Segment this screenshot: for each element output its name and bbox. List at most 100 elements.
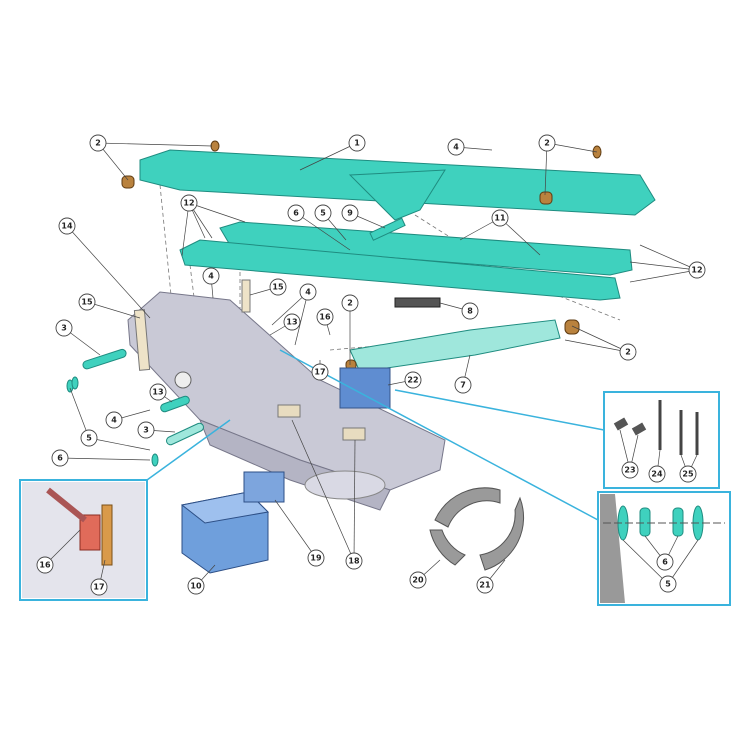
- callout-label: 8: [467, 307, 473, 316]
- callout-7: 7: [454, 376, 472, 394]
- leader-line: [294, 291, 309, 346]
- inset-bracket-detail: [19, 419, 231, 601]
- leader-line: [66, 225, 151, 319]
- callout-label: 21: [479, 581, 491, 590]
- inset-washers: [279, 349, 731, 606]
- leader-line: [667, 539, 699, 585]
- leader-line: [353, 439, 356, 562]
- callout-label: 15: [272, 283, 284, 292]
- callout-3: 3: [137, 421, 155, 439]
- link-arms: [179, 217, 633, 301]
- callout-4: 4: [299, 283, 317, 301]
- callout-label: 4: [453, 143, 459, 152]
- callout-5: 5: [314, 204, 332, 222]
- callout-6: 6: [51, 449, 69, 467]
- callout-1: 1: [348, 134, 366, 152]
- callout-label: 17: [314, 368, 325, 377]
- callout-25: 25: [679, 465, 697, 483]
- leader-line: [629, 269, 698, 283]
- callout-21: 21: [476, 576, 494, 594]
- callout-label: 25: [682, 470, 694, 479]
- callout-2: 2: [538, 134, 556, 152]
- leader-line: [181, 202, 190, 257]
- callout-label: 2: [347, 299, 353, 308]
- callout-3: 3: [55, 319, 73, 337]
- callout-label: 10: [190, 582, 202, 591]
- leader-line: [88, 437, 151, 451]
- callout-12: 12: [180, 194, 198, 212]
- callout-label: 23: [624, 466, 635, 475]
- callout-20: 20: [409, 571, 427, 589]
- callout-6: 6: [656, 553, 674, 571]
- leader-line: [564, 339, 629, 353]
- leader-line: [622, 539, 669, 585]
- callout-16: 16: [36, 556, 54, 574]
- callout-label: 13: [152, 388, 163, 397]
- leader-line: [629, 261, 698, 271]
- callout-label: 5: [320, 209, 326, 218]
- callout-label: 6: [662, 558, 668, 567]
- leader-line: [546, 142, 598, 153]
- leader-line: [571, 325, 629, 353]
- callout-24: 24: [648, 465, 666, 483]
- leader-line: [86, 301, 141, 319]
- callout-label: 13: [286, 318, 297, 327]
- callout-13: 13: [149, 383, 167, 401]
- callout-label: 16: [319, 313, 331, 322]
- callout-label: 12: [691, 266, 702, 275]
- callout-9: 9: [341, 204, 359, 222]
- callout-label: 4: [305, 288, 311, 297]
- pins-left: [66, 279, 251, 467]
- valve-block: [243, 471, 285, 503]
- callout-label: 4: [111, 416, 117, 425]
- callout-label: 14: [61, 222, 73, 231]
- callout-2: 2: [341, 294, 359, 312]
- main-frame: [127, 291, 446, 511]
- callout-label: 2: [625, 348, 631, 357]
- callout-12: 12: [688, 261, 706, 279]
- leader-line: [69, 387, 90, 439]
- callout-label: 9: [347, 209, 353, 218]
- callout-13: 13: [283, 313, 301, 331]
- callout-label: 4: [208, 272, 214, 281]
- split-rings: [429, 487, 525, 571]
- callout-15: 15: [269, 278, 287, 296]
- leader-line: [544, 142, 548, 196]
- callout-label: 6: [293, 209, 299, 218]
- leader-line: [499, 217, 541, 256]
- leader-line: [97, 142, 213, 147]
- callout-label: 7: [460, 381, 466, 390]
- callout-2: 2: [89, 134, 107, 152]
- leader-line: [299, 142, 358, 171]
- callout-8: 8: [461, 302, 479, 320]
- callout-4: 4: [202, 267, 220, 285]
- callout-label: 24: [651, 470, 663, 479]
- callout-label: 17: [93, 583, 104, 592]
- callout-19: 19: [307, 549, 325, 567]
- callout-4: 4: [105, 411, 123, 429]
- callout-label: 22: [407, 376, 418, 385]
- callout-15: 15: [78, 293, 96, 311]
- callout-11: 11: [491, 209, 509, 227]
- callout-label: 11: [494, 214, 506, 223]
- callout-17: 17: [311, 363, 329, 381]
- callout-label: 18: [348, 557, 360, 566]
- callout-6: 6: [287, 204, 305, 222]
- callout-16: 16: [316, 308, 334, 326]
- callout-label: 15: [81, 298, 93, 307]
- callout-label: 5: [665, 580, 671, 589]
- callout-4: 4: [447, 138, 465, 156]
- callout-18: 18: [345, 552, 363, 570]
- hydraulic-cylinder: [339, 297, 580, 409]
- callout-14: 14: [58, 217, 76, 235]
- leader-line: [188, 202, 246, 223]
- callout-label: 3: [61, 324, 67, 333]
- leader-line: [291, 419, 355, 562]
- callout-2: 2: [619, 343, 637, 361]
- leader-line: [59, 457, 151, 461]
- callout-label: 6: [57, 454, 63, 463]
- callout-5: 5: [659, 575, 677, 593]
